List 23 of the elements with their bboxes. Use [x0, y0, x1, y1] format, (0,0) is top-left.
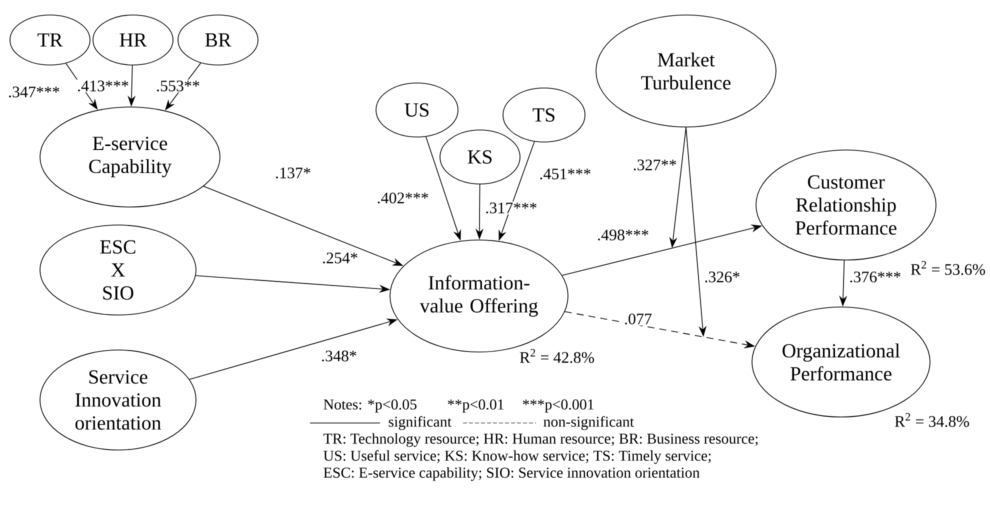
legend-text: significant	[388, 416, 452, 430]
edge-label: .317***	[484, 202, 538, 214]
edge-label: .137*	[274, 166, 312, 180]
edge-label: .376***	[848, 270, 902, 284]
note-text: US: Useful service; KS: Know-how service; TS: Timely service;	[324, 450, 711, 464]
note-text: ***p<0.001	[522, 399, 594, 413]
edge-label: .347***	[7, 86, 61, 98]
note-text: ESC: E-service capability; SIO: Service innovation orientation	[324, 467, 700, 481]
edge-label: .451***	[538, 168, 592, 180]
edge-label: .077	[623, 312, 653, 326]
r-squared-label: R$^{2}$ = 53.6%	[910, 261, 986, 275]
edge-label: .553**	[155, 80, 201, 92]
edge-label: .326*	[703, 270, 742, 284]
edge-label: .254*	[321, 252, 359, 264]
note-text: **p<0.01	[448, 399, 504, 413]
edge-label: .402***	[376, 192, 430, 204]
note-text: TR: Technology resource; HR: Human resource; BR: Business resource;	[323, 433, 758, 447]
legend-text: non-significant	[544, 416, 634, 430]
edge-label: .413***	[76, 80, 130, 92]
note-text: Notes: *p<0.05	[324, 399, 416, 413]
edge-label: .327**	[632, 158, 678, 172]
edge-label: .348*	[320, 350, 358, 362]
edge-label: .498***	[596, 228, 650, 242]
